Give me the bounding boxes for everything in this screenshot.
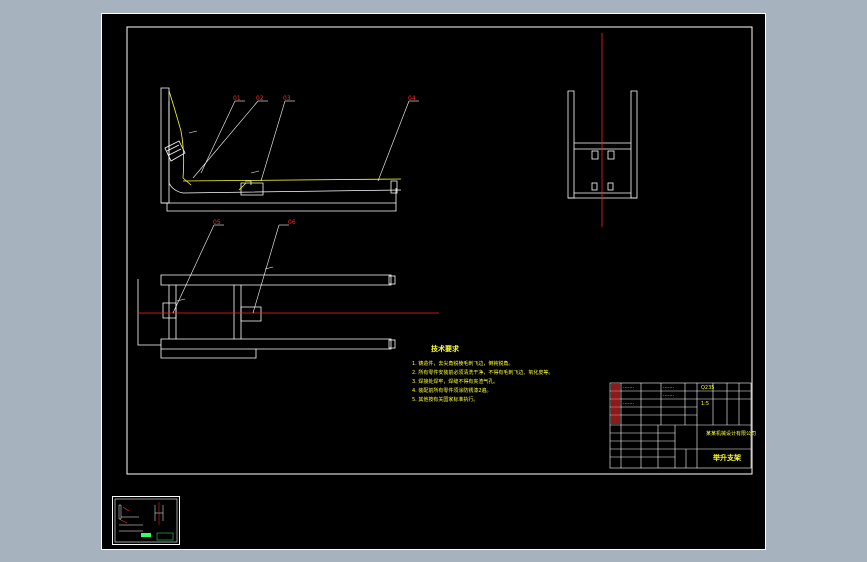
outer-border xyxy=(101,13,766,550)
scale-cell: 1:5 xyxy=(701,401,709,407)
balloon-03: 03 xyxy=(283,95,291,102)
front-view xyxy=(160,87,402,212)
title-block xyxy=(609,382,752,469)
side-view xyxy=(567,90,638,199)
balloon-05: 05 xyxy=(213,219,221,226)
material-cell: Q235 xyxy=(701,385,714,391)
tech-note-3: 3. 焊接处焊牢，焊缝不得有夹渣气孔。 xyxy=(412,378,498,385)
leader-lines-front xyxy=(188,100,419,182)
drawing-title: 举升支架 xyxy=(712,453,741,462)
title-block-text: ······· ······· ······· ······· Q235 1:5… xyxy=(623,385,756,462)
balloon-02: 02 xyxy=(256,95,264,102)
tech-title: 技术要求 xyxy=(431,344,460,353)
cad-drawing: 01 02 03 04 05 06 技术要求 xyxy=(101,13,766,550)
tech-note-4: 4. 装配前所有零件须涂防锈漆2遍。 xyxy=(412,387,492,394)
company-name: 某某机械设计有限公司 xyxy=(706,430,756,437)
tech-note-5: 5. 其他按有关国家标准执行。 xyxy=(412,396,478,403)
front-view-yellow xyxy=(168,90,402,191)
svg-text:·······: ······· xyxy=(663,393,675,399)
leader-lines-plan xyxy=(172,224,289,314)
inner-border xyxy=(126,26,753,475)
layout-thumbnail[interactable] xyxy=(112,496,180,545)
tech-note-2: 2. 所有零件安装前必须清洗干净，不得有毛刺飞边、氧化皮等。 xyxy=(412,369,553,376)
tech-note-1: 1. 铸造件，去尖角锐棱毛刺飞边，倒钝锐角。 xyxy=(412,360,513,367)
drawing-canvas[interactable]: 01 02 03 04 05 06 技术要求 xyxy=(101,13,766,550)
svg-text:·······: ······· xyxy=(623,401,635,407)
technical-notes: 技术要求 1. 铸造件，去尖角锐棱毛刺飞边，倒钝锐角。 2. 所有零件安装前必须… xyxy=(412,344,553,403)
plan-view xyxy=(137,274,396,359)
svg-text:·······: ······· xyxy=(623,385,635,391)
svg-text:·······: ······· xyxy=(663,385,675,391)
thumbnail-preview xyxy=(114,498,178,543)
balloon-01: 01 xyxy=(233,95,241,102)
title-block-fills xyxy=(611,384,620,424)
balloon-04: 04 xyxy=(408,95,416,102)
balloon-06: 06 xyxy=(288,219,296,226)
